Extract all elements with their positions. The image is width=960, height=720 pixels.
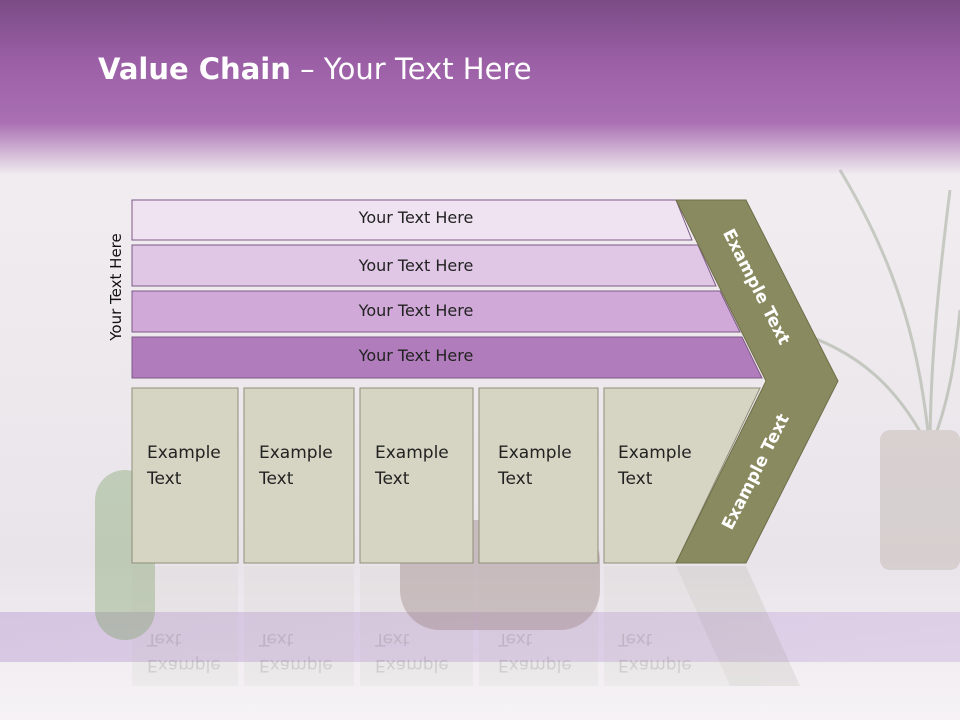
side-label: Your Text Here [107, 233, 125, 341]
slide-title: Value Chain – Your Text Here [98, 52, 532, 86]
bar-3-label: Your Text Here [358, 301, 474, 320]
chevron-arrow[interactable] [675, 199, 839, 564]
box-1-label: Example Text [147, 443, 221, 489]
bar-2-label: Your Text Here [358, 256, 474, 275]
box-3-reflection: Example Text [375, 629, 449, 675]
box-2-label: Example Text [259, 443, 333, 489]
box-4-reflection: Example Text [498, 629, 572, 675]
box-5-label: Example Text [618, 443, 692, 489]
bar-4-label: Your Text Here [358, 346, 474, 365]
box-2[interactable] [243, 387, 355, 564]
box-5-reflection: Example Text [618, 629, 692, 675]
bar-4[interactable] [131, 336, 763, 379]
bar-1-label: Your Text Here [358, 208, 474, 227]
bar-2[interactable] [131, 244, 717, 287]
box-1[interactable] [131, 387, 239, 564]
header-band [0, 0, 960, 175]
box-1-reflection: Example Text [147, 629, 221, 675]
box-4[interactable] [478, 387, 599, 564]
box-3-label: Example Text [375, 443, 449, 489]
title-bold: Value Chain [98, 52, 291, 86]
plant-decoration [789, 169, 960, 570]
reflection [132, 566, 800, 686]
yoga-mat-backdrop [0, 612, 960, 662]
bar-1[interactable] [131, 199, 693, 241]
box-4-label: Example Text [498, 443, 572, 489]
bar-3[interactable] [131, 290, 741, 333]
title-rest: – Your Text Here [290, 52, 532, 86]
box-3[interactable] [359, 387, 474, 564]
box-2-reflection: Example Text [259, 629, 333, 675]
